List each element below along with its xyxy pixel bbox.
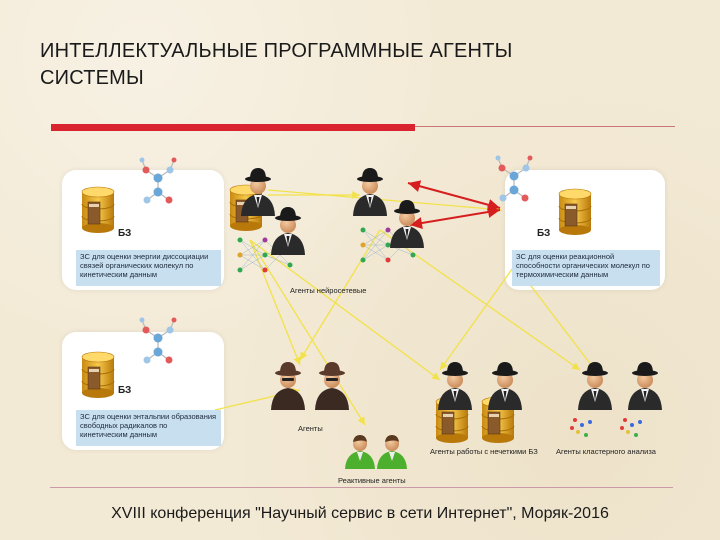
database-icon-kb1 — [81, 186, 115, 234]
title-line-2: СИСТЕМЫ — [40, 67, 144, 89]
kb-label-1: БЗ — [118, 228, 132, 239]
agent-icon-cluster-2 — [628, 362, 662, 410]
footer-text: XVIII конференция "Научный сервис в сети… — [111, 505, 609, 522]
reactive-agent-icon-1 — [345, 435, 375, 469]
agent-icon-fuzzy-1 — [438, 362, 472, 410]
agent-icon-neural-3 — [353, 168, 387, 216]
title-accent-bar — [51, 124, 415, 131]
arrow-kb2-to-fuzzy — [439, 264, 516, 371]
agent-icon-fuzzy-2 — [488, 362, 522, 410]
label-fuzzy-agents: Агенты работы с нечеткими БЗ — [430, 447, 538, 456]
arrow-neural-to-reactive — [249, 239, 366, 426]
cluster-scatter-icon-2 — [620, 418, 642, 437]
kb-label-2: БЗ — [537, 228, 551, 239]
arrow-neural2-to-agents — [299, 229, 381, 361]
red-arrows — [407, 180, 501, 229]
database-icon-kb3 — [81, 351, 115, 399]
title-divider-line — [415, 126, 675, 127]
arrow-neural-to-fuzzy — [249, 239, 441, 381]
molecule-icon-3 — [138, 316, 178, 365]
cluster-scatter-icon-1 — [570, 418, 592, 437]
agent-icon-neural-2 — [271, 207, 305, 255]
label-neural-agents: Агенты нейросетевые — [290, 286, 367, 295]
spy-icon-2 — [315, 362, 349, 410]
reactive-agent-icon-2 — [377, 435, 407, 469]
label-cluster-agents: Агенты кластерного анализа — [556, 447, 656, 456]
red-arrow-1 — [407, 180, 501, 211]
label-reactive-agents: Реактивные агенты — [338, 476, 406, 485]
slide-title: ИНТЕЛЛЕКТУАЛЬНЫЕ ПРОГРАММНЫЕ АГЕНТЫ СИСТ… — [40, 38, 640, 92]
red-arrow-2 — [409, 206, 501, 229]
molecule-icon-2 — [494, 154, 534, 203]
kb-description-3: ЗС для оценки энтальпии образования своб… — [76, 410, 221, 446]
database-icon-kb2 — [558, 188, 592, 236]
title-line-1: ИНТЕЛЛЕКТУАЛЬНЫЕ ПРОГРАММНЫЕ АГЕНТЫ — [40, 40, 513, 62]
kb-label-3: БЗ — [118, 385, 132, 396]
label-agents: Агенты — [298, 424, 323, 433]
agent-icon-cluster-1 — [578, 362, 612, 410]
molecule-icon-1 — [138, 156, 178, 205]
arrow-neural-to-agents — [249, 239, 301, 366]
kb-description-1: ЗС для оценки энергии диссоциации связей… — [76, 250, 221, 286]
kb-description-2: ЗС для оценки реакционной способности ор… — [512, 250, 660, 286]
footer-divider-line — [50, 487, 673, 488]
spy-icon-1 — [271, 362, 305, 410]
